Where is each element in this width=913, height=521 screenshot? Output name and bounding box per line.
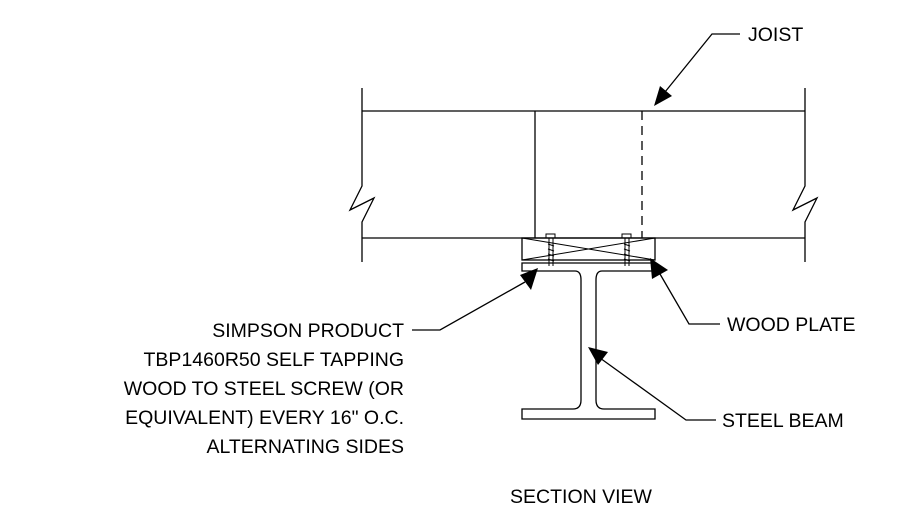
wood-plate <box>521 237 656 261</box>
screw-note-leader <box>412 268 538 331</box>
steel-beam-label: STEEL BEAM <box>722 410 844 432</box>
screw-note-label: SIMPSON PRODUCT TBP1460R50 SELF TAPPING … <box>124 320 404 458</box>
screw-note-line-2: TBP1460R50 SELF TAPPING <box>144 349 404 371</box>
steel-beam-leader <box>588 347 716 421</box>
wood-plate-label: WOOD PLATE <box>727 314 856 336</box>
wood-plate-leader <box>650 258 720 325</box>
screw-note-arrowhead <box>520 268 538 290</box>
joist-section <box>348 88 819 262</box>
joist-arrowhead <box>654 86 672 106</box>
left-break-line <box>348 88 376 262</box>
section-view-title: SECTION VIEW <box>510 486 653 508</box>
joist-leader <box>654 33 740 106</box>
wood-plate-outline <box>521 237 656 261</box>
screw-note-line-1: SIMPSON PRODUCT <box>212 320 404 342</box>
screw-right <box>621 233 632 266</box>
steel-beam-arrowhead <box>588 347 608 365</box>
screw-note-line-3: WOOD TO STEEL SCREW (OR <box>124 378 404 400</box>
wood-plate-arrowhead <box>650 258 668 279</box>
screw-note-line-4: EQUIVALENT) EVERY 16" O.C. <box>125 407 404 429</box>
steel-i-beam <box>521 262 656 420</box>
screw-left <box>545 233 556 266</box>
screw-note-line-5: ALTERNATING SIDES <box>206 436 404 458</box>
right-break-line <box>791 88 819 262</box>
joist-label: JOIST <box>748 24 803 46</box>
wood-plate-cross-b <box>521 237 656 261</box>
